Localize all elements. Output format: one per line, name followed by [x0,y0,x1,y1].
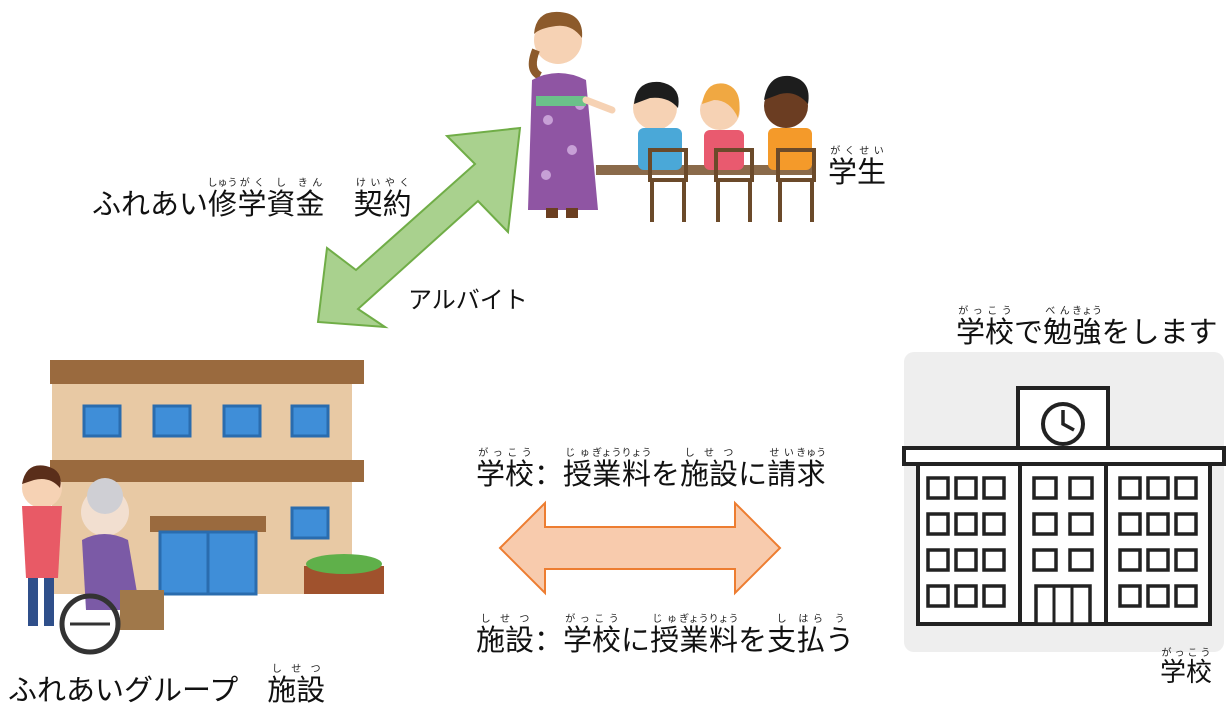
arbeit-label: アルバイト [408,286,528,314]
student-label: 学生がくせい [828,146,887,189]
students-illustration [528,11,816,222]
tuition-arrow [498,500,782,596]
ruby-kin: 金きん [295,178,325,221]
invoice-label: 学校がっこう：授じゅ業ぎょう料りょうを施設しせつに請せい求きゅう [476,448,827,491]
school-building [902,352,1226,652]
ruby-shi: 資し [266,178,296,221]
ruby-gaku: 学がく [237,178,267,221]
ruby-kei: 契けい [353,178,383,221]
facility-caption: ふれあいグループ 施設しせつ [8,664,326,707]
payment-label: 施設しせつ：学校がっこうに授じゅ業ぎょう料りょうを支し払はらうう [476,614,855,657]
ruby-shu: 修しゅう [207,178,238,221]
ruby-yaku: 約やく [382,178,412,221]
school-caption: 学校がっこう [1160,648,1213,688]
contract-label: ふれあい修しゅう学がく資し金きん 契けい約やく [92,178,412,219]
arbeit-arrow [316,126,522,329]
facility-building [22,360,384,655]
contract-prefix: ふれあい [92,187,209,221]
contract-space [325,187,354,221]
study-label: 学校がっこうで勉べん強きょうをします [956,306,1218,349]
